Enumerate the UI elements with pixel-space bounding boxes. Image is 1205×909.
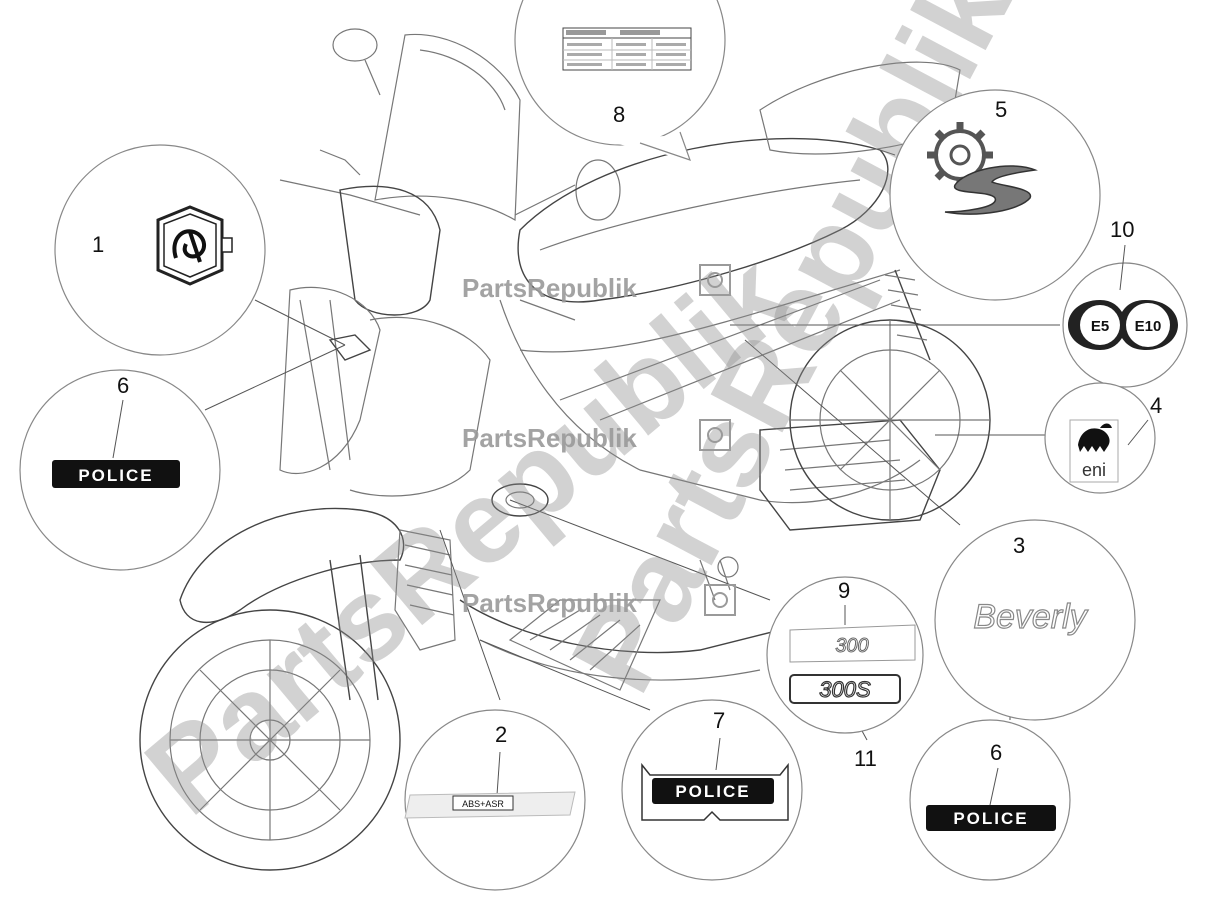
six-legged-dog-icon <box>1078 423 1112 452</box>
police-decal-right-text: POLICE <box>953 809 1028 828</box>
scooter-illustration <box>139 28 991 871</box>
callout-number-10: 10 <box>1110 217 1134 242</box>
abs-asr-text: ABS+ASR <box>462 799 504 809</box>
callout-bubble-5: 5 <box>889 89 1101 301</box>
callout-number-3: 3 <box>1013 533 1025 558</box>
model-300s-decal: 300S <box>789 674 901 704</box>
callout-bubble-2: 2 ABS+ASR <box>404 709 586 891</box>
callout-number-6-right: 6 <box>990 740 1002 765</box>
police-decal-right: POLICE <box>926 805 1056 831</box>
abs-asr-decal: ABS+ASR <box>404 791 576 819</box>
watermark-gear-icon <box>699 264 736 616</box>
tire-pressure-label-sticker <box>562 27 692 71</box>
callout-bubble-10: 10 E5 E10 <box>1062 217 1188 388</box>
callout-bubble-3: 3 Beverly <box>934 519 1136 721</box>
callout-number-11: 11 <box>854 746 877 771</box>
watermark-text-1: PartsRepublik <box>462 273 637 303</box>
callout-bubble-8: 8 <box>514 0 726 161</box>
callout-number-8: 8 <box>613 102 625 127</box>
police-decal-left-text: POLICE <box>78 466 153 485</box>
callout-bubble-7: 7 POLICE <box>621 699 803 881</box>
model-300-decal: 300 <box>789 624 916 663</box>
callout-number-2: 2 <box>495 722 507 747</box>
model-300-text: 300 <box>835 635 868 657</box>
s-emblem-icon <box>944 165 1038 215</box>
callout-number-4: 4 <box>1150 393 1162 418</box>
beverly-script-decal: Beverly <box>973 598 1088 636</box>
model-300s-text: 300S <box>819 677 871 702</box>
police-decal-framed-text: POLICE <box>675 782 750 801</box>
callout-number-6-left: 6 <box>117 373 129 398</box>
callout-number-1: 1 <box>92 232 104 257</box>
watermark-text-2: PartsRepublik <box>462 423 637 453</box>
callout-number-5: 5 <box>995 97 1007 122</box>
eni-logo: eni <box>1069 419 1119 483</box>
eni-wordmark: eni <box>1082 460 1106 480</box>
callout-bubble-6-left: 6 POLICE <box>19 369 221 571</box>
police-decal-left: POLICE <box>52 460 180 488</box>
police-decal-framed: POLICE <box>641 762 789 821</box>
callout-bubble-4: 4 eni <box>1044 382 1162 494</box>
callout-number-7: 7 <box>713 708 725 733</box>
callout-bubble-6-right: 6 POLICE <box>909 719 1071 881</box>
fuel-compatibility-sticker: E5 E10 <box>1068 300 1178 350</box>
piaggio-hex-badge-icon <box>156 205 233 286</box>
callout-number-9: 9 <box>838 578 850 603</box>
callout-bubble-9-11: 9 300 300S 11 <box>766 576 924 771</box>
watermark-text-3: PartsRepublik <box>462 588 637 618</box>
callout-bubble-1: 1 <box>54 144 266 356</box>
fuel-e10-label: E10 <box>1135 318 1162 335</box>
horizontal-watermarks: PartsRepublik PartsRepublik PartsRepubli… <box>462 264 736 618</box>
fuel-e5-label: E5 <box>1091 318 1109 335</box>
